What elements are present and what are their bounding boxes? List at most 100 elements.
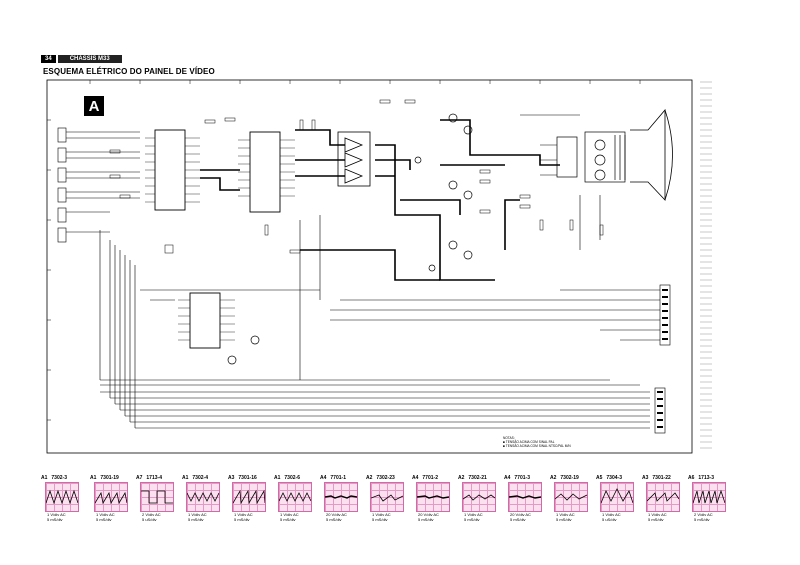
- waveform-ref: A3: [228, 475, 235, 481]
- waveform-id: 7701-1: [330, 475, 346, 481]
- ic-7301: [154, 129, 186, 211]
- waveform-id: 7302-23: [376, 475, 395, 481]
- note-line: ■ TENSÃO ACIMA COM SINAL NTSC/PAL M/N: [503, 444, 571, 448]
- waveform-scale: 1 V/div AC: [372, 512, 391, 517]
- routing-lines: [99, 215, 660, 429]
- waveform-ref: A7: [136, 475, 143, 481]
- waveform-id: 7301-22: [652, 475, 671, 481]
- oscilloscope-grid: [370, 482, 404, 512]
- schematic-frame: [46, 79, 693, 454]
- crt-socket: [556, 131, 626, 183]
- transistor-7306: [250, 335, 260, 345]
- waveform-id: 7302-21: [468, 475, 487, 481]
- oscilloscope-grid: [94, 482, 128, 512]
- oscilloscope-grid: [324, 482, 358, 512]
- waveform-ref: A1: [274, 475, 281, 481]
- oscilloscope-grid: [186, 482, 220, 512]
- waveform-id: 7304-3: [606, 475, 622, 481]
- input-connectors: [57, 127, 140, 243]
- waveform-scale: 2 V/div AC: [142, 512, 161, 517]
- ic-7304: [189, 292, 221, 349]
- connector-pins: [657, 289, 668, 428]
- waveform-time: 5 mS/div: [96, 517, 112, 522]
- waveform-scale: 20 V/div AC: [510, 512, 531, 517]
- waveform-ref: A5: [596, 475, 603, 481]
- oscilloscope-grid: [462, 482, 496, 512]
- notes-heading: NOTAS:: [503, 436, 515, 440]
- waveform-id: 7701-2: [422, 475, 438, 481]
- oscilloscope-grid: [45, 482, 79, 512]
- waveform-time: 5 uS/div: [142, 517, 157, 522]
- parts-list: [700, 81, 712, 449]
- waveform-time: 5 mS/div: [280, 517, 296, 522]
- page-title: ESQUEMA ELÉTRICO DO PAINEL DE VÍDEO: [43, 67, 215, 76]
- waveform-time: 5 mS/div: [464, 517, 480, 522]
- waveform-time: 5 mS/div: [372, 517, 388, 522]
- waveform-scale: 20 V/div AC: [326, 512, 347, 517]
- output-transistors: [414, 113, 473, 272]
- oscilloscope-grid: [416, 482, 450, 512]
- waveform-id: 1713-4: [146, 475, 162, 481]
- oscilloscope-grid: [600, 482, 634, 512]
- waveform-id: 1713-3: [698, 475, 714, 481]
- waveform-id: 7701-3: [514, 475, 530, 481]
- waveform-ref: A4: [504, 475, 511, 481]
- waveform-scale: 1 V/div AC: [602, 512, 621, 517]
- oscilloscope-grid: [508, 482, 542, 512]
- waveform-scale: 1 V/div AC: [280, 512, 299, 517]
- output-connectors: [654, 284, 671, 434]
- waveform-time: 5 mS/div: [188, 517, 204, 522]
- waveform-id: 7301-19: [100, 475, 119, 481]
- video-amplifiers: [344, 137, 364, 184]
- chassis-label: CHASSIS M33: [57, 54, 122, 63]
- waveform-scale: 1 V/div AC: [96, 512, 115, 517]
- waveform-id: 7302-19: [560, 475, 579, 481]
- waveform-ref: A1: [41, 475, 48, 481]
- page-header: 34 CHASSIS M33: [41, 54, 122, 63]
- schematic-diagram: [46, 79, 712, 454]
- waveform-time: 5 uS/div: [602, 517, 617, 522]
- panel-label: A: [84, 96, 104, 116]
- waveform-scale: 1 V/div AC: [464, 512, 483, 517]
- waveform-time: 5 mS/div: [556, 517, 572, 522]
- crt-leads: [520, 114, 601, 250]
- waveform-ref: A4: [412, 475, 419, 481]
- oscilloscope-grid: [692, 482, 726, 512]
- oscilloscope-grid: [232, 482, 266, 512]
- transistor-7305: [227, 355, 237, 365]
- ic-7304-pins: [178, 299, 235, 341]
- waveform-id: 7302-3: [51, 475, 67, 481]
- waveform-scale: 1 V/div AC: [556, 512, 575, 517]
- waveform-scale: 1 V/div AC: [234, 512, 253, 517]
- waveform-time: 5 mS/div: [326, 517, 342, 522]
- ic-7302: [249, 131, 281, 213]
- waveform-id: 7301-16: [238, 475, 257, 481]
- ic-7301-pins: [145, 137, 200, 203]
- page-number: 34: [41, 54, 56, 63]
- waveform-ref: A4: [320, 475, 327, 481]
- waveform-time: 5 mS/div: [648, 517, 664, 522]
- ic-7302-pins: [238, 139, 295, 197]
- schematic-notes: NOTAS: ■ TENSÃO ACIMA COM SINAL PAL ■ TE…: [503, 436, 571, 448]
- waveform-scale: 1 V/div AC: [47, 512, 66, 517]
- oscilloscope-grid: [646, 482, 680, 512]
- waveform-id: 7302-4: [192, 475, 208, 481]
- passive-components: [109, 99, 604, 254]
- rgb-bus: [200, 119, 560, 281]
- waveform-ref: A3: [642, 475, 649, 481]
- waveform-time: 5 mS/div: [418, 517, 434, 522]
- waveform-time: 5 mS/div: [694, 517, 710, 522]
